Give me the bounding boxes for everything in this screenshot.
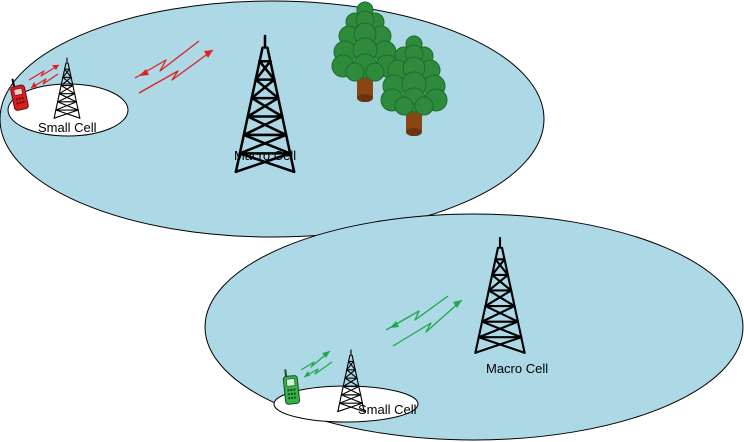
bottom-macro-link-signal-arrow-icon xyxy=(385,295,463,347)
bottom-macro-cell-area xyxy=(204,213,744,441)
top-phone-icon xyxy=(10,78,29,111)
bottom-scene: Small Cell Macro Cell xyxy=(204,213,744,441)
bottom-small-cell-label: Small Cell xyxy=(358,402,417,417)
top-macro-cell-label: Macro Cell xyxy=(234,148,296,163)
top-small-cell-label: Small Cell xyxy=(38,120,97,135)
top-small-link-signal-arrow-icon xyxy=(28,64,60,89)
bottom-macro-cell-label: Macro Cell xyxy=(486,361,548,376)
top-scene: Small Cell Macro Cell xyxy=(0,0,545,238)
bottom-small-link-signal-arrow-icon xyxy=(300,350,333,378)
top-macro-link-signal-arrow-icon xyxy=(134,40,214,94)
bottom-phone-icon xyxy=(282,369,301,405)
